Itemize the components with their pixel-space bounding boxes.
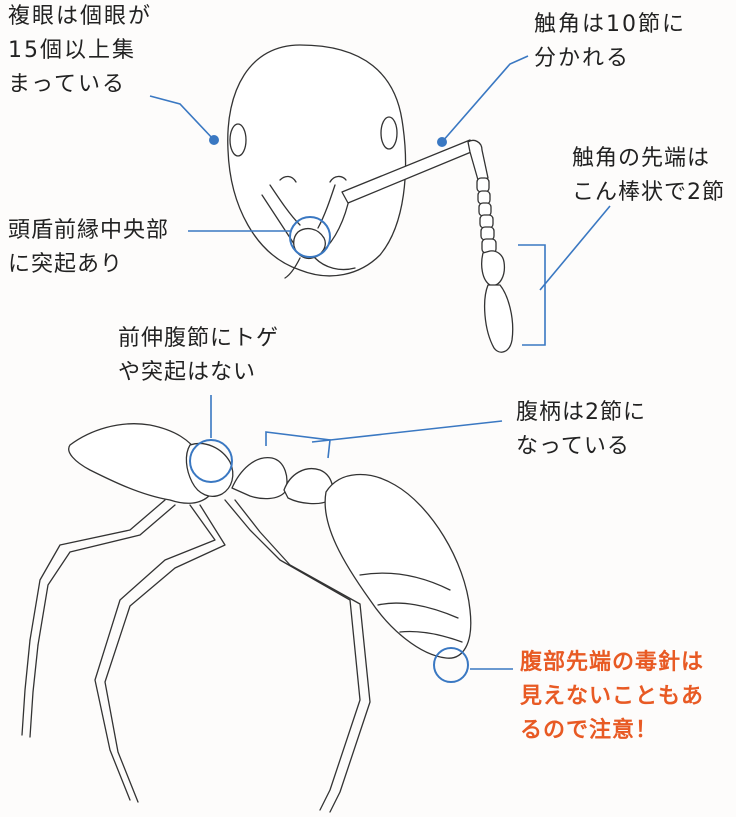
antenna-club-text-line-2: こん棒状で2節 (572, 180, 725, 205)
ant-body-illustration (21, 423, 472, 813)
compound-eye-left (229, 123, 247, 157)
propodeum-annotation: 前伸腹節にトゲ や突起はない (118, 322, 279, 390)
compound-eye-annotation: 複眼は個眼が 15個以上集 まっている (8, 0, 152, 102)
sting-warning-annotation: 腹部先端の毒針は 見えないこともあ るので注意！ (520, 646, 704, 748)
antenna-club-annotation: 触角の先端は こん棒状で2節 (572, 142, 725, 210)
sting-text-line-2: 見えないこともあ (520, 684, 705, 709)
propodeum-text-line-1: 前伸腹節にトゲ (118, 326, 280, 351)
clypeus-annotation: 頭盾前縁中央部 に突起あり (8, 214, 169, 282)
compound-eye-text-line-3: まっている (8, 72, 127, 97)
antenna-segments-annotation: 触角は10節に 分かれる (534, 8, 686, 76)
antenna-illustration (341, 139, 514, 353)
petiole-annotation: 腹柄は2節に なっている (516, 396, 646, 464)
clypeus-text-line-1: 頭盾前縁中央部 (8, 218, 170, 243)
petiole-text-line-1: 腹柄は2節に (516, 400, 646, 425)
sting-text-line-3: るので注意！ (520, 718, 659, 743)
antenna-segments-text-line-1: 触角は10節に (534, 12, 686, 37)
petiole-text-line-2: なっている (516, 434, 630, 459)
sting-text-line-1: 腹部先端の毒針は (520, 650, 705, 675)
compound-eye-right (380, 116, 398, 150)
ant-head-illustration (227, 44, 407, 279)
propodeum-text-line-2: や突起はない (118, 360, 257, 385)
callout-leaders (149, 55, 611, 683)
clypeus-text-line-2: に突起あり (8, 252, 124, 277)
antenna-segments-text-line-2: 分かれる (534, 46, 631, 71)
antenna-club-text-line-1: 触角の先端は (572, 146, 711, 171)
compound-eye-text-line-1: 複眼は個眼が (8, 4, 153, 29)
compound-eye-text-line-2: 15個以上集 (8, 38, 136, 63)
